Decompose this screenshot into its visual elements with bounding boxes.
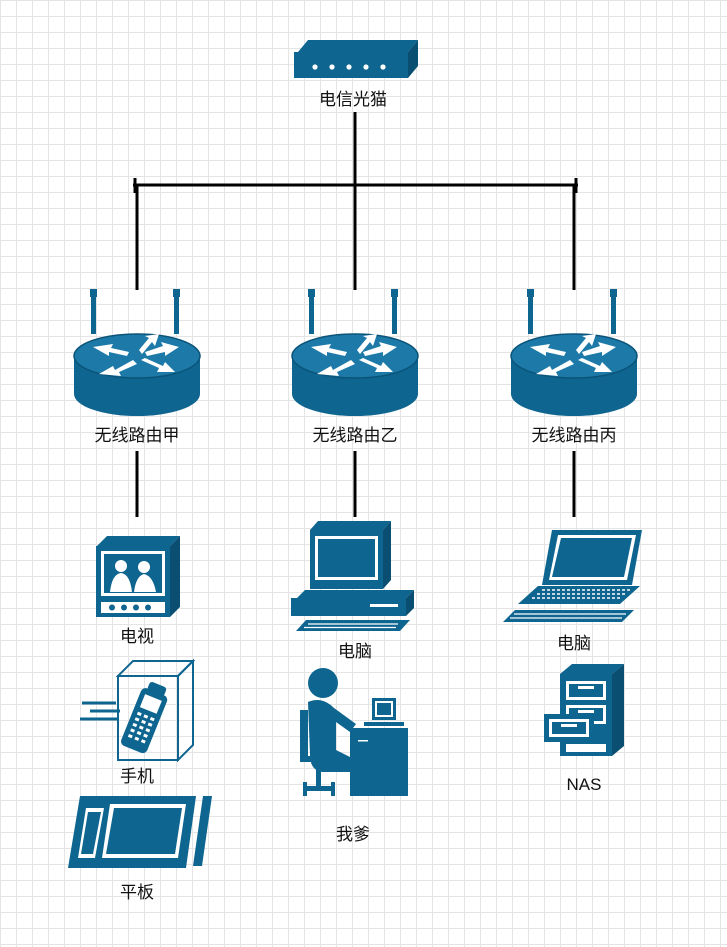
router-label: 无线路由丙 [532, 426, 617, 446]
nas-node: NAS [544, 664, 624, 794]
phone-node: 手机 [80, 658, 196, 787]
connection-lines [133, 112, 578, 517]
router-a-node: 无线路由甲 [73, 289, 201, 446]
user-at-desk-icon [300, 668, 408, 796]
router-label: 无线路由甲 [95, 426, 180, 446]
tv-node: 电视 [96, 536, 180, 647]
tv-icon [96, 536, 180, 617]
mobile-phone-icon [80, 658, 196, 763]
router-c-node: 无线路由丙 [510, 289, 638, 446]
tv-label: 电视 [120, 627, 154, 647]
laptop-icon [503, 530, 642, 622]
router-label: 无线路由乙 [313, 426, 398, 446]
router-b-node: 无线路由乙 [291, 289, 419, 446]
tablet-label: 平板 [120, 883, 154, 903]
wireless-router-icon [510, 289, 638, 416]
pc-node: 电脑 [291, 521, 414, 662]
tablet-node: 平板 [68, 796, 212, 903]
modem-icon [294, 40, 418, 78]
laptop-node: 电脑 [503, 530, 642, 654]
wireless-router-icon [73, 289, 201, 416]
pc-label: 电脑 [338, 642, 372, 662]
file-cabinet-icon [544, 664, 624, 756]
tablet-icon [68, 796, 212, 868]
wireless-router-icon [291, 289, 419, 416]
nas-label: NAS [567, 775, 602, 794]
dad-node: 我爹 [300, 668, 408, 845]
phone-label: 手机 [120, 767, 154, 787]
desktop-pc-icon [291, 521, 414, 631]
dad-label: 我爹 [336, 825, 370, 845]
laptop-label: 电脑 [557, 634, 591, 654]
modem-node: 电信光猫 [294, 40, 418, 110]
modem-label: 电信光猫 [319, 90, 387, 110]
